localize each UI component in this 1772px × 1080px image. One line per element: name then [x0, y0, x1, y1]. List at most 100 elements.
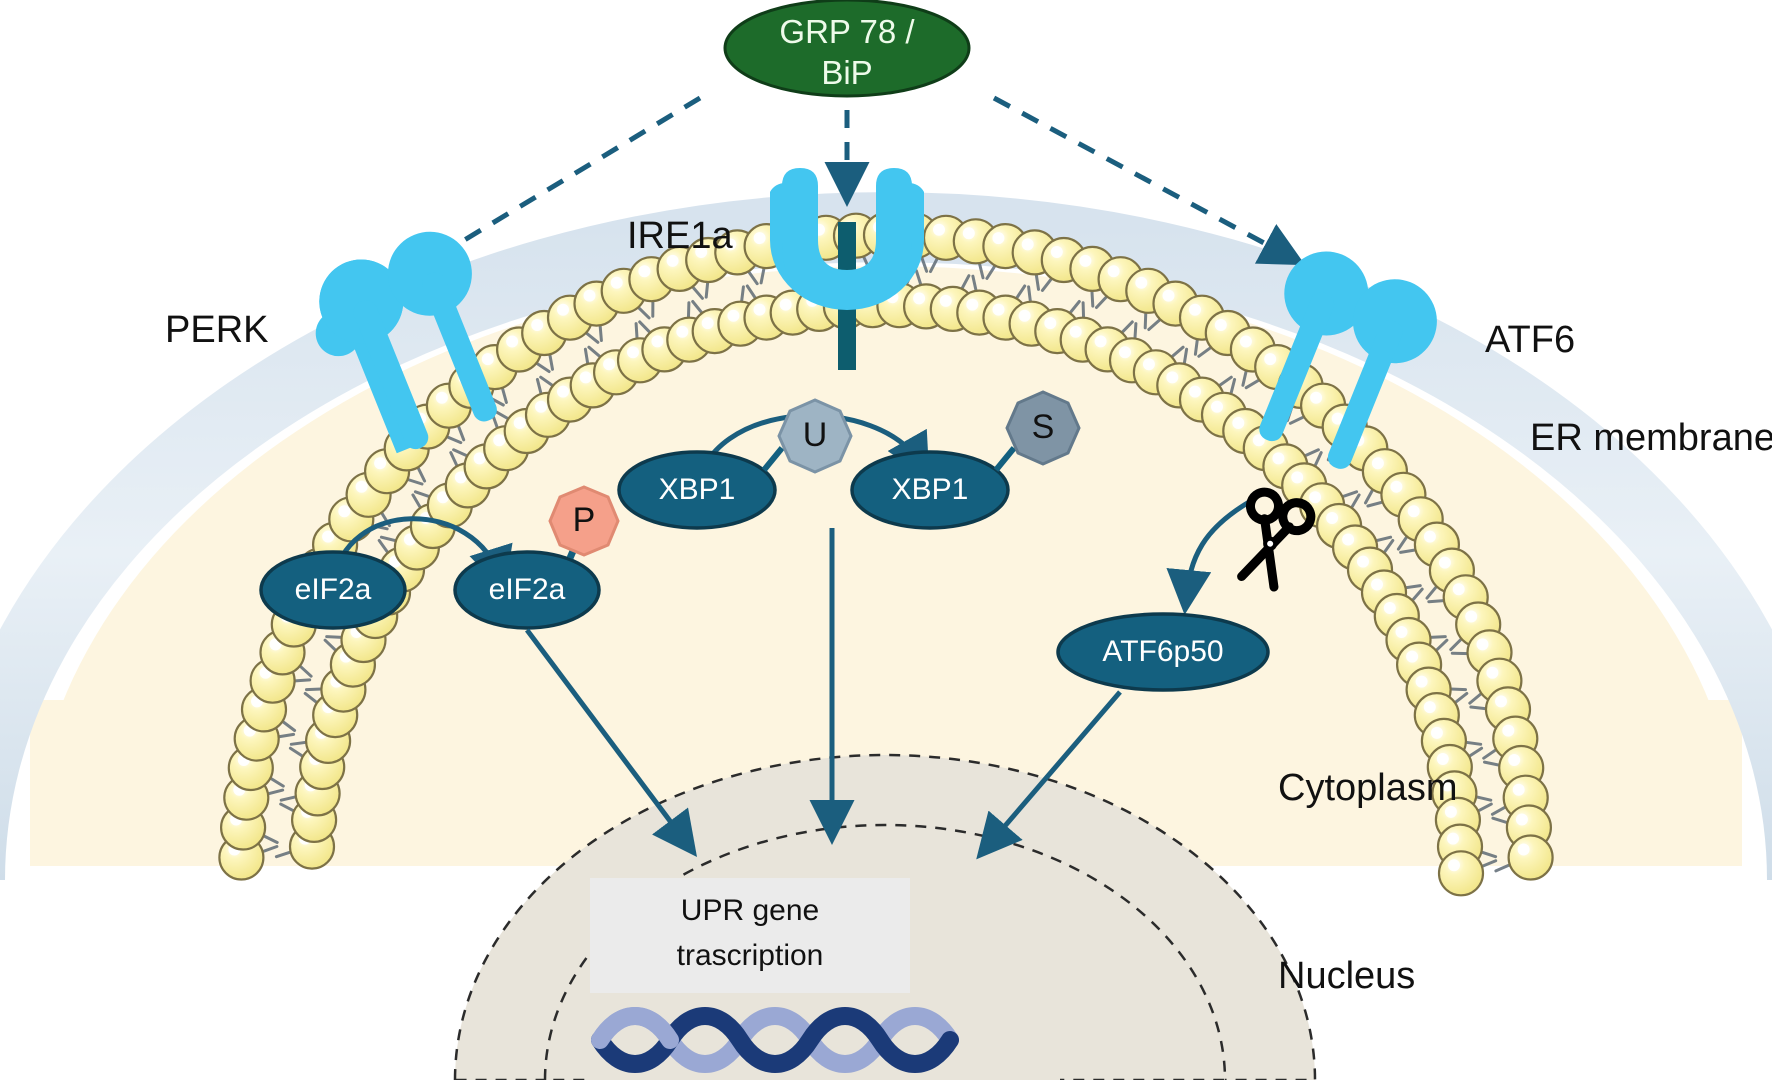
phospholipid-head-highlight — [506, 335, 519, 348]
phospholipid-head-highlight — [374, 457, 387, 470]
atf6-receptor-icon[interactable] — [1228, 239, 1449, 484]
phospholipid-head-highlight — [1406, 650, 1419, 663]
phospholipid-head-highlight — [701, 317, 714, 330]
phospholipid-head-highlight — [1423, 530, 1436, 543]
phospholipid-head-highlight — [1107, 265, 1120, 278]
phospholipid-head-highlight — [1135, 276, 1148, 289]
atf6-cleavage-arrow — [1166, 495, 1258, 615]
phosphate-badge-label: P — [573, 501, 596, 539]
s-badge-linker — [993, 446, 1017, 472]
phospholipid-head-highlight — [583, 289, 596, 302]
phospholipid-head-highlight — [1291, 471, 1304, 484]
phospholipid-head-highlight — [1465, 610, 1478, 623]
phospholipid-head-highlight — [610, 276, 623, 289]
phospholipid-head-highlight — [1094, 335, 1107, 348]
dna-helix-icon — [590, 1000, 1060, 1080]
perk-label: PERK — [165, 309, 268, 351]
upr-gene-line2: trascription — [677, 939, 824, 972]
phospholipid-head-highlight — [1371, 578, 1383, 591]
phospholipid-head-highlight — [933, 223, 945, 236]
phospholipid-head-highlight — [1395, 626, 1408, 638]
upr-gene-line1: UPR gene — [681, 894, 819, 927]
phospholipid-head-highlight — [966, 298, 979, 311]
ire1a-branch: XBP1 U XBP1 S — [617, 390, 1081, 845]
xbp1-spliced-node[interactable] — [850, 450, 1010, 530]
phospholipid-head-highlight — [1044, 317, 1057, 330]
phospholipid-head-highlight — [1415, 675, 1428, 688]
perk-branch: eIF2a eIF2a P — [259, 485, 697, 858]
atf6p50-label: ATF6p50 — [1102, 635, 1223, 668]
phospholipid-head-highlight — [962, 227, 975, 240]
phospholipid-head-highlight — [1069, 325, 1082, 338]
phospholipid-head-highlight — [913, 292, 926, 305]
dashed-arrow-to-atf6 — [992, 95, 1306, 266]
phospholipid-head-highlight — [1495, 695, 1507, 708]
phospholipid-head-highlight — [1021, 238, 1034, 251]
phospholipid-head — [1507, 834, 1554, 881]
phospholipid-head-highlight — [1517, 843, 1530, 856]
phospholipid-head-highlight — [1232, 417, 1245, 429]
er-membrane-bilayer — [0, 192, 1772, 897]
xbp1-unspliced-node[interactable] — [617, 450, 777, 530]
phospholipid-head-highlight — [1430, 726, 1443, 739]
u-badge[interactable] — [777, 398, 853, 474]
phospholipid-head-highlight — [557, 385, 569, 398]
ire1a-receptor-icon[interactable] — [770, 168, 924, 370]
phospholipid-head-highlight — [1452, 583, 1465, 596]
phospholipid-head-highlight — [531, 319, 544, 331]
phospholipid-head-highlight — [1476, 638, 1489, 651]
grp78-ellipse[interactable] — [723, 0, 971, 98]
phospholipid-head-highlight — [1515, 813, 1528, 826]
atf6-label: ATF6 — [1485, 319, 1575, 361]
phospholipid-head-highlight — [724, 238, 737, 251]
eif2a-right-label: eIF2a — [489, 573, 566, 606]
phospholipid-head-highlight — [1326, 512, 1339, 524]
phospholipid-head-highlight — [1390, 480, 1403, 493]
phospholipid-head-highlight — [481, 353, 494, 366]
ire1a-label: IRE1a — [627, 215, 733, 257]
er-membrane-label: ER membrane — [1530, 417, 1772, 459]
eif2a-to-nucleus-arrow — [524, 628, 697, 858]
eif2a-right-node[interactable] — [453, 550, 601, 630]
phospholipid-head-highlight — [1119, 346, 1131, 359]
phospholipid-head-highlight — [1331, 412, 1344, 425]
cytoplasm-label: Cytoplasm — [1278, 767, 1458, 809]
phospholipid-head-highlight — [1357, 555, 1369, 568]
upr-text-plate — [590, 878, 910, 993]
phospholipid-head-highlight — [338, 505, 351, 518]
phospholipid-head-highlight — [939, 294, 952, 307]
phospholipid-head-highlight — [1423, 701, 1436, 714]
phospholipid-head-highlight — [1162, 289, 1175, 302]
xbp1-spliced-label: XBP1 — [892, 473, 969, 506]
eif2a-left-label: eIF2a — [295, 573, 372, 606]
phospholipid-head-highlight — [1272, 452, 1285, 465]
u-badge-linker — [761, 446, 785, 472]
phospholipid-head-highlight — [1142, 358, 1155, 371]
phospholipid-head-highlight — [1486, 666, 1499, 679]
phospholipid-head-highlight — [1310, 391, 1323, 404]
phospholipid-head-highlight — [1079, 254, 1092, 267]
phospholipid-head-highlight — [579, 371, 592, 384]
phosphate-badge[interactable] — [548, 485, 620, 557]
phospholipid-head-highlight — [436, 491, 449, 504]
phospholipid-head-highlight — [513, 417, 526, 429]
phospholipid-head-highlight — [1444, 805, 1457, 818]
eif2a-left-node[interactable] — [259, 550, 407, 630]
grp78-bip-node[interactable]: GRP 78 / BiP — [723, 0, 971, 98]
phospholipid-head-highlight — [1371, 457, 1384, 470]
phospholipid-head-highlight — [1508, 754, 1521, 766]
phospholipid-head-highlight — [779, 298, 792, 311]
xbp1-unspliced-label: XBP1 — [659, 473, 736, 506]
s-badge[interactable] — [1005, 390, 1081, 466]
perk-receptor-icon[interactable] — [294, 219, 528, 469]
atf6p50-to-nucleus-arrow — [976, 690, 1122, 860]
phospholipid-head-highlight — [473, 452, 486, 465]
phospholipid-head-highlight — [1252, 434, 1265, 447]
atf6p50-node[interactable] — [1056, 612, 1270, 692]
phospholipid-head-highlight — [651, 335, 664, 348]
s-badge-label: S — [1032, 408, 1055, 446]
phospholipid-head-highlight — [535, 400, 547, 413]
phospholipid-head-highlight — [454, 471, 467, 484]
phospholipid-head-highlight — [1436, 753, 1449, 765]
